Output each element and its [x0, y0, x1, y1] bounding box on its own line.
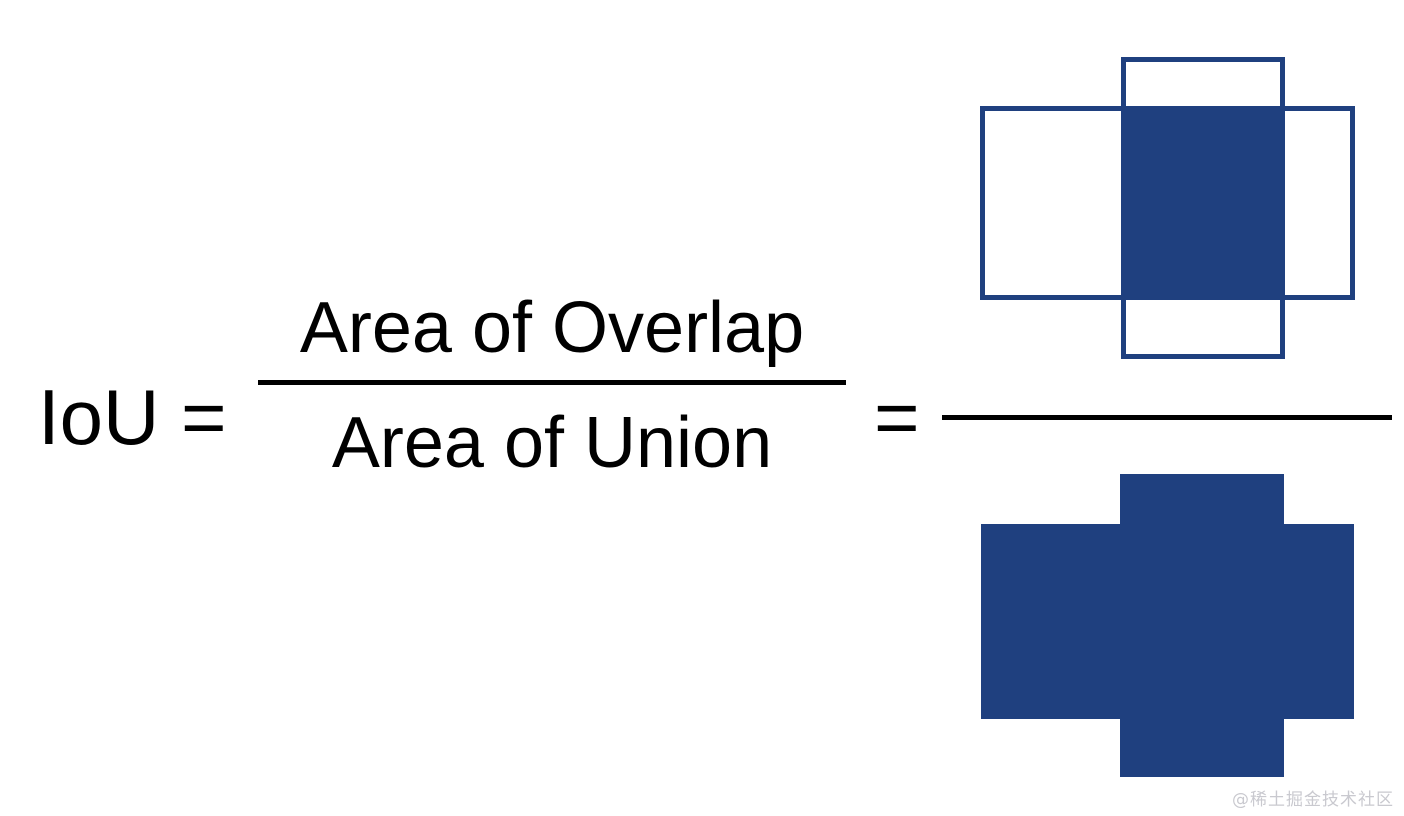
predicted-box-outline [1121, 57, 1285, 359]
watermark-text: @稀土掘金技术社区 [1232, 790, 1394, 810]
overlap-region-fill [1121, 106, 1283, 298]
fraction-numerator-text: Area of Overlap [299, 288, 805, 368]
fraction-denominator-text: Area of Union [331, 403, 773, 483]
iou-equals-label: IoU = [38, 373, 227, 461]
overlap-diagram-svg [980, 57, 1355, 359]
fraction-bar-left [258, 380, 846, 385]
iou-fraction: Area of Overlap Area of Union [258, 292, 846, 479]
ground-truth-box-outline [980, 106, 1355, 300]
second-equals-sign: = [874, 373, 920, 461]
union-region-fill [981, 474, 1354, 777]
union-diagram-svg [981, 474, 1354, 777]
overlap-diagram [960, 40, 1380, 380]
fraction-bar-right [942, 415, 1392, 420]
union-diagram [960, 455, 1380, 800]
